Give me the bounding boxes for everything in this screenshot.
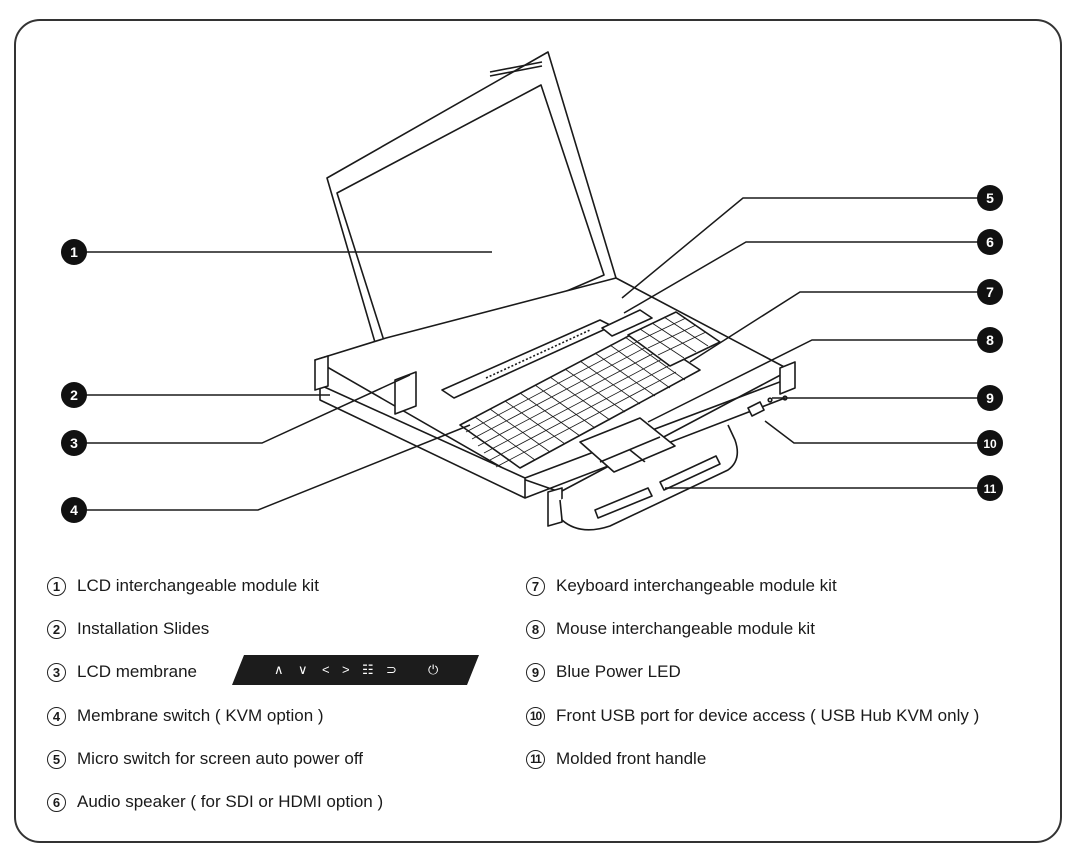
leader-lines (84, 197, 978, 511)
lcd-membrane-strip: ∧ ∨ < > ☷ ⊃ ⏻ (232, 655, 479, 685)
legend-label: Membrane switch ( KVM option ) (77, 706, 324, 725)
legend-label: Front USB port for device access ( USB H… (556, 706, 980, 725)
legend-number: 7 (526, 576, 545, 596)
svg-text:9: 9 (986, 390, 994, 406)
membrane-menu-icon: ☷ (362, 662, 374, 677)
legend-item-3: 3 LCD membrane (47, 658, 197, 686)
callout-7: 7 (977, 279, 1003, 305)
svg-text:1: 1 (70, 244, 78, 260)
keyboard-tray-drawing (314, 277, 796, 527)
legend-item-6: 6 Audio speaker ( for SDI or HDMI option… (47, 788, 383, 816)
figure-frame (14, 19, 1062, 843)
callout-1: 1 (61, 239, 87, 265)
legend-item-2: 2 Installation Slides (47, 615, 209, 643)
svg-text:4: 4 (70, 502, 78, 518)
callout-8: 8 (977, 327, 1003, 353)
legend-number: 11 (526, 749, 545, 769)
legend-number: 9 (526, 662, 545, 682)
callout-4: 4 (61, 497, 87, 523)
svg-text:11: 11 (984, 482, 997, 496)
legend-item-5: 5 Micro switch for screen auto power off (47, 745, 363, 773)
legend-label: Audio speaker ( for SDI or HDMI option ) (77, 792, 384, 811)
callout-6: 6 (977, 229, 1003, 255)
legend-item-9: 9 Blue Power LED (526, 658, 681, 686)
callout-9: 9 (977, 385, 1003, 411)
legend-item-11: 11 Molded front handle (526, 745, 706, 773)
svg-text:10: 10 (983, 437, 997, 451)
callout-3: 3 (61, 430, 87, 456)
legend-label: LCD interchangeable module kit (77, 576, 319, 595)
legend-number: 2 (47, 619, 66, 639)
callout-2: 2 (61, 382, 87, 408)
membrane-down-icon: ∨ (298, 662, 308, 677)
svg-text:2: 2 (70, 387, 78, 403)
membrane-up-icon: ∧ (274, 662, 284, 677)
membrane-power-icon: ⏻ (428, 662, 439, 677)
legend-number: 1 (47, 576, 66, 596)
legend-item-7: 7 Keyboard interchangeable module kit (526, 572, 837, 600)
svg-text:5: 5 (986, 190, 994, 206)
legend-label: LCD membrane (77, 662, 197, 681)
legend-label: Blue Power LED (556, 662, 681, 681)
legend-number: 3 (47, 662, 66, 682)
membrane-right-icon: > (342, 662, 350, 677)
legend-label: Micro switch for screen auto power off (77, 749, 363, 768)
svg-text:7: 7 (986, 284, 994, 300)
membrane-left-icon: < (322, 662, 330, 677)
legend-item-10: 10 Front USB port for device access ( US… (526, 702, 979, 730)
legend-number: 6 (47, 792, 66, 812)
legend-item-4: 4 Membrane switch ( KVM option ) (47, 702, 324, 730)
front-handle-drawing (559, 424, 739, 531)
svg-text:3: 3 (70, 435, 78, 451)
svg-text:8: 8 (986, 332, 994, 348)
legend-item-8: 8 Mouse interchangeable module kit (526, 615, 815, 643)
legend-number: 8 (526, 619, 545, 639)
callout-markers: 1 2 3 4 5 6 7 8 9 10 11 (61, 185, 1003, 523)
callout-11: 11 (977, 475, 1003, 501)
legend-label: Keyboard interchangeable module kit (556, 576, 837, 595)
callout-5: 5 (977, 185, 1003, 211)
callout-10: 10 (977, 430, 1003, 456)
legend-label: Installation Slides (77, 619, 210, 638)
svg-text:6: 6 (986, 234, 994, 250)
membrane-exit-icon: ⊃ (386, 662, 397, 677)
legend-number: 5 (47, 749, 66, 769)
legend-label: Mouse interchangeable module kit (556, 619, 815, 638)
legend-number: 10 (526, 706, 545, 726)
legend-label: Molded front handle (556, 749, 707, 768)
legend-number: 4 (47, 706, 66, 726)
legend-item-1: 1 LCD interchangeable module kit (47, 572, 319, 600)
